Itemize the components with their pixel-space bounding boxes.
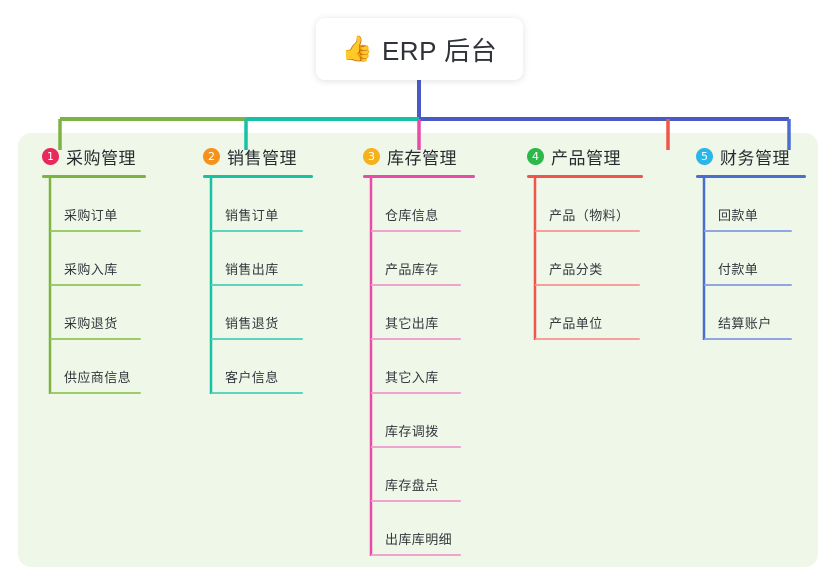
leaf-rule bbox=[704, 338, 792, 340]
leaf-list-5: 回款单付款单结算账户 bbox=[696, 178, 792, 340]
column-badge-2: 2 bbox=[203, 148, 220, 165]
leaf-label: 销售订单 bbox=[225, 208, 279, 223]
leaf-rule bbox=[211, 284, 303, 286]
leaf-rule bbox=[371, 284, 461, 286]
leaf-label: 库存调拨 bbox=[385, 424, 439, 439]
leaf-node[interactable]: 其它入库 bbox=[363, 340, 461, 394]
leaf-node[interactable]: 其它出库 bbox=[363, 286, 461, 340]
leaf-label: 回款单 bbox=[718, 208, 759, 223]
leaf-label: 产品（物料） bbox=[549, 208, 630, 223]
leaf-rule bbox=[535, 230, 640, 232]
leaf-node[interactable]: 采购订单 bbox=[42, 178, 141, 232]
leaf-node[interactable]: 销售订单 bbox=[203, 178, 303, 232]
column-header-1[interactable]: 1 采购管理 bbox=[42, 144, 146, 178]
leaf-rule bbox=[371, 230, 461, 232]
leaf-rule bbox=[371, 392, 461, 394]
leaf-rule bbox=[50, 338, 141, 340]
column-header-rule-1 bbox=[42, 175, 146, 178]
leaf-label: 采购订单 bbox=[64, 208, 118, 223]
leaf-label: 其它入库 bbox=[385, 370, 439, 385]
leaf-node[interactable]: 销售出库 bbox=[203, 232, 303, 286]
leaf-label: 其它出库 bbox=[385, 316, 439, 331]
leaf-label: 库存盘点 bbox=[385, 478, 439, 493]
thumbs-up-icon: 👍 bbox=[341, 34, 373, 63]
column-header-rule-5 bbox=[696, 175, 806, 178]
column-badge-3: 3 bbox=[363, 148, 380, 165]
leaf-node[interactable]: 采购入库 bbox=[42, 232, 141, 286]
column-title-4: 产品管理 bbox=[551, 149, 621, 168]
leaf-rule bbox=[211, 230, 303, 232]
column-header-5[interactable]: 5 财务管理 bbox=[696, 144, 806, 178]
column-3: 3 库存管理仓库信息产品库存其它出库其它入库库存调拨库存盘点出库库明细 bbox=[363, 144, 475, 556]
leaf-rule bbox=[371, 446, 461, 448]
column-badge-1: 1 bbox=[42, 148, 59, 165]
column-badge-5: 5 bbox=[696, 148, 713, 165]
leaf-label: 出库库明细 bbox=[385, 532, 453, 547]
leaf-rule bbox=[535, 338, 640, 340]
leaf-label: 产品库存 bbox=[385, 262, 439, 277]
leaf-node[interactable]: 客户信息 bbox=[203, 340, 303, 394]
leaf-rule bbox=[211, 338, 303, 340]
leaf-label: 客户信息 bbox=[225, 370, 279, 385]
column-header-4[interactable]: 4 产品管理 bbox=[527, 144, 643, 178]
leaf-rule bbox=[50, 392, 141, 394]
column-header-rule-2 bbox=[203, 175, 313, 178]
leaf-rule bbox=[371, 500, 461, 502]
leaf-list-1: 采购订单采购入库采购退货供应商信息 bbox=[42, 178, 141, 394]
column-header-rule-3 bbox=[363, 175, 475, 178]
leaf-node[interactable]: 出库库明细 bbox=[363, 502, 461, 556]
column-title-3: 库存管理 bbox=[387, 149, 457, 168]
leaf-rule bbox=[704, 284, 792, 286]
leaf-rule bbox=[371, 554, 461, 556]
leaf-node[interactable]: 产品库存 bbox=[363, 232, 461, 286]
leaf-label: 产品单位 bbox=[549, 316, 603, 331]
leaf-list-3: 仓库信息产品库存其它出库其它入库库存调拨库存盘点出库库明细 bbox=[363, 178, 461, 556]
diagram-panel bbox=[18, 133, 818, 567]
column-title-5: 财务管理 bbox=[720, 149, 790, 168]
leaf-label: 付款单 bbox=[718, 262, 759, 277]
column-2: 2 销售管理销售订单销售出库销售退货客户信息 bbox=[203, 144, 313, 394]
leaf-node[interactable]: 结算账户 bbox=[696, 286, 792, 340]
column-4: 4 产品管理产品（物料） 产品分类产品单位 bbox=[527, 144, 643, 340]
column-title-2: 销售管理 bbox=[227, 149, 297, 168]
leaf-rule bbox=[535, 284, 640, 286]
leaf-label: 采购入库 bbox=[64, 262, 118, 277]
leaf-node[interactable]: 库存盘点 bbox=[363, 448, 461, 502]
column-header-3[interactable]: 3 库存管理 bbox=[363, 144, 475, 178]
leaf-list-2: 销售订单销售出库销售退货客户信息 bbox=[203, 178, 303, 394]
leaf-label: 产品分类 bbox=[549, 262, 603, 277]
leaf-label: 结算账户 bbox=[718, 316, 772, 331]
leaf-label: 采购退货 bbox=[64, 316, 118, 331]
column-badge-4: 4 bbox=[527, 148, 544, 165]
leaf-rule bbox=[371, 338, 461, 340]
leaf-node[interactable]: 回款单 bbox=[696, 178, 792, 232]
root-node-label: ERP 后台 bbox=[381, 35, 498, 66]
leaf-rule bbox=[50, 284, 141, 286]
column-header-rule-4 bbox=[527, 175, 643, 178]
column-1: 1 采购管理采购订单采购入库采购退货供应商信息 bbox=[42, 144, 146, 394]
leaf-node[interactable]: 产品分类 bbox=[527, 232, 640, 286]
leaf-node[interactable]: 产品（物料） bbox=[527, 178, 640, 232]
leaf-rule bbox=[50, 230, 141, 232]
leaf-node[interactable]: 采购退货 bbox=[42, 286, 141, 340]
leaf-node[interactable]: 付款单 bbox=[696, 232, 792, 286]
leaf-label: 销售退货 bbox=[225, 316, 279, 331]
leaf-list-4: 产品（物料） 产品分类产品单位 bbox=[527, 178, 640, 340]
column-title-1: 采购管理 bbox=[66, 149, 136, 168]
column-header-2[interactable]: 2 销售管理 bbox=[203, 144, 313, 178]
root-node[interactable]: 👍 ERP 后台 bbox=[316, 18, 523, 80]
leaf-rule bbox=[211, 392, 303, 394]
column-5: 5 财务管理回款单付款单结算账户 bbox=[696, 144, 806, 340]
leaf-label: 仓库信息 bbox=[385, 208, 439, 223]
leaf-label: 销售出库 bbox=[225, 262, 279, 277]
leaf-node[interactable]: 供应商信息 bbox=[42, 340, 141, 394]
leaf-node[interactable]: 销售退货 bbox=[203, 286, 303, 340]
leaf-node[interactable]: 仓库信息 bbox=[363, 178, 461, 232]
leaf-rule bbox=[704, 230, 792, 232]
leaf-node[interactable]: 库存调拨 bbox=[363, 394, 461, 448]
leaf-label: 供应商信息 bbox=[64, 370, 132, 385]
leaf-node[interactable]: 产品单位 bbox=[527, 286, 640, 340]
